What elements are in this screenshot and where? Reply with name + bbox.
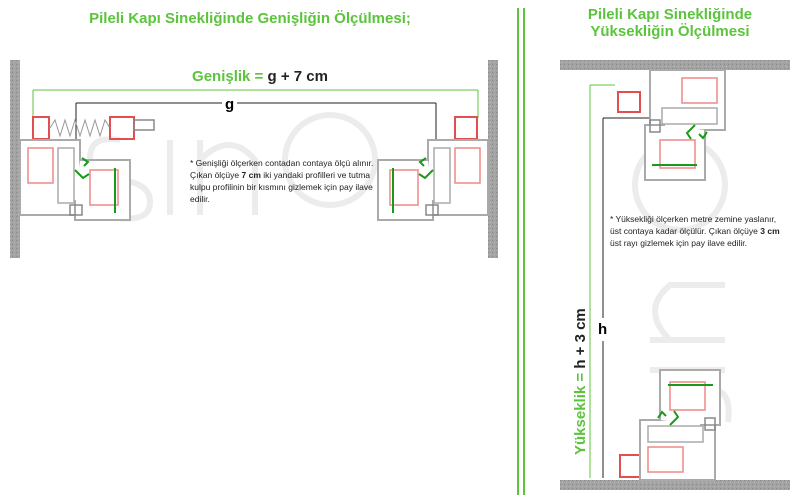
window-profile-right	[377, 139, 489, 221]
window-profile-left	[19, 139, 131, 221]
window-profile-top	[644, 69, 726, 181]
wall-left	[10, 60, 20, 258]
width-note: * Genişliği ölçerken contadan contaya öl…	[190, 158, 374, 204]
width-formula-label: Genişlik =	[192, 68, 264, 85]
height-formula: Yükseklik = h + 3 cm	[572, 308, 589, 455]
width-formula-value: g + 7 cm	[267, 68, 328, 85]
width-section-title: Pileli Kapı Sinekliğinde Genişliğin Ölçü…	[89, 10, 411, 27]
ceiling-wall	[560, 60, 790, 70]
height-note: * Yüksekliği ölçerken metre zemine yasla…	[610, 214, 780, 248]
window-profile-bottom	[639, 369, 721, 481]
top-rail-profile	[617, 91, 641, 113]
pleated-mesh	[49, 118, 111, 138]
side-profile-left	[32, 116, 50, 140]
height-section-title: Pileli Kapı Sinekliğinde Yüksekliğin Ölç…	[587, 6, 753, 40]
g-label: g	[222, 96, 238, 113]
handle-profile	[109, 116, 135, 140]
floor-wall	[560, 480, 790, 490]
wall-right	[488, 60, 498, 258]
bottom-rail-profile	[619, 454, 641, 478]
side-profile-right	[454, 116, 478, 140]
h-label: h	[598, 318, 608, 341]
width-formula: Genişlik = g + 7 cm	[150, 68, 370, 85]
